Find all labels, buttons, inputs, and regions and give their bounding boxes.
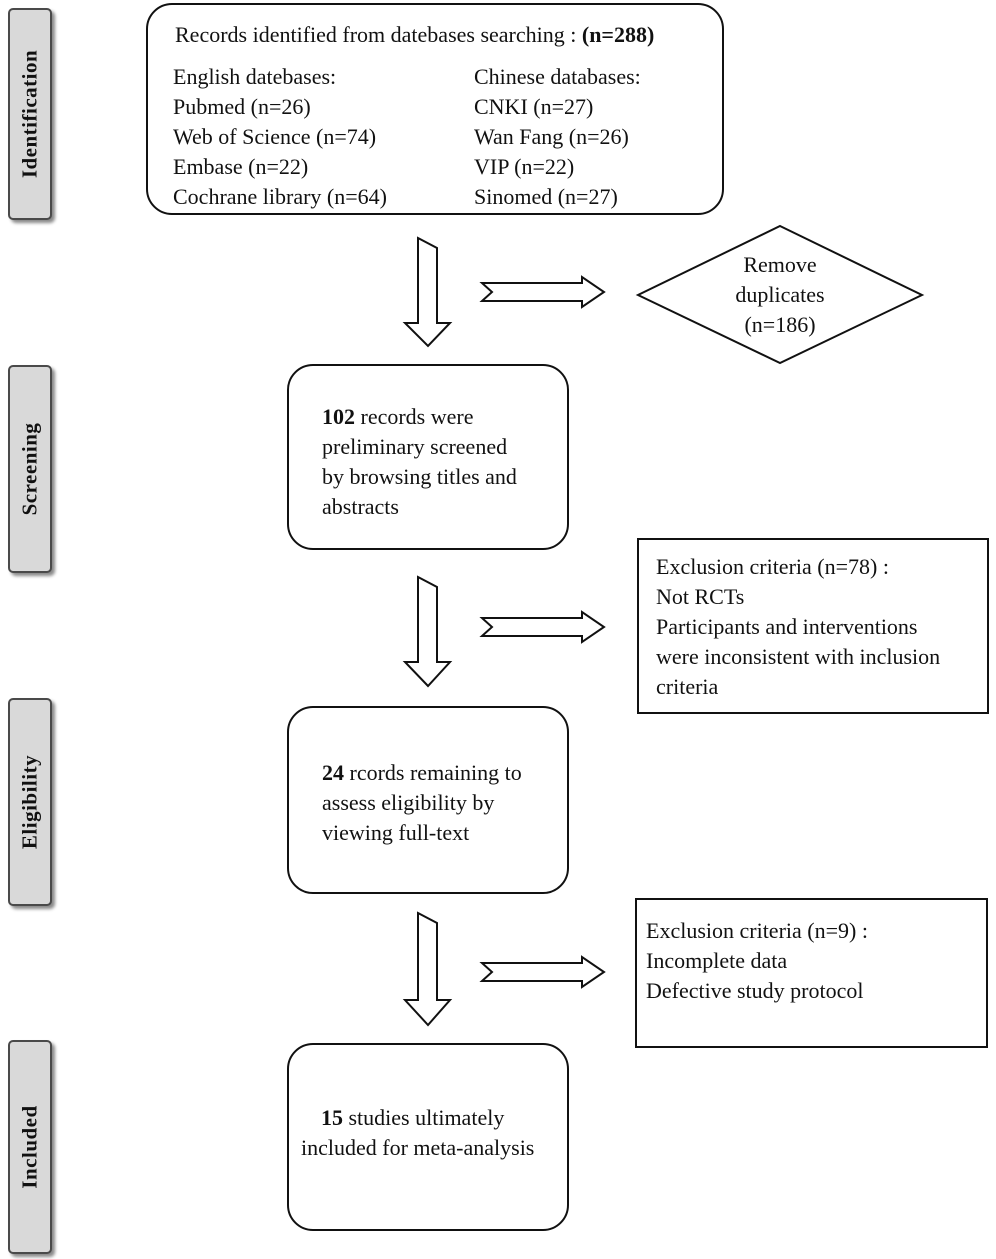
list-item: Cochrane library (n=64) [173, 184, 387, 209]
list-item: Web of Science (n=74) [173, 124, 377, 149]
list-item: Sinomed (n=27) [474, 184, 618, 209]
stage-tab-included: Included [8, 1040, 52, 1254]
english-databases-title: English datebases: [173, 64, 337, 89]
exclusion-criteria-box-1: Exclusion criteria (n=78) : Not RCTs Par… [637, 538, 989, 714]
list-item: Embase (n=22) [173, 154, 309, 179]
list-item: VIP (n=22) [474, 154, 575, 179]
included-box: 15 studies ultimately included for meta-… [287, 1043, 569, 1231]
stage-tab-screening: Screening [8, 365, 52, 573]
screening-text: 102 records were preliminary screened by… [322, 402, 517, 522]
duplicates-count: (n=186) [744, 312, 816, 337]
included-text: 15 studies ultimately included for meta-… [301, 1103, 534, 1163]
duplicates-text: Remove duplicates (n=186) [680, 250, 880, 340]
included-line: 15 studies ultimately [301, 1103, 534, 1133]
screening-line: 102 records were [322, 402, 517, 432]
included-line: included for meta-analysis [301, 1135, 535, 1160]
exclusion-1-text: Exclusion criteria (n=78) : Not RCTs Par… [656, 552, 940, 702]
eligibility-text: 24 rcords remaining to assess eligibilit… [322, 758, 522, 848]
list-item: Wan Fang (n=26) [474, 124, 629, 149]
eligibility-count: 24 [322, 760, 344, 785]
screening-line-text: records were [355, 404, 474, 429]
screening-count: 102 [322, 404, 355, 429]
down-arrow-2 [402, 575, 453, 688]
exclusion-1-line: Participants and interventions [656, 614, 918, 639]
exclusion-2-text: Exclusion criteria (n=9) : Incomplete da… [646, 916, 868, 1006]
stage-tab-eligibility: Eligibility [8, 698, 52, 906]
stage-tab-identification: Identification [8, 8, 52, 220]
exclusion-1-line: criteria [656, 674, 719, 699]
eligibility-line: 24 rcords remaining to [322, 758, 522, 788]
eligibility-line-text: rcords remaining to [344, 760, 522, 785]
right-arrow-3 [479, 955, 606, 989]
included-line-text: studies ultimately [343, 1105, 505, 1130]
list-item: CNKI (n=27) [474, 94, 594, 119]
exclusion-2-title: Exclusion criteria (n=9) : [646, 918, 868, 943]
eligibility-line: assess eligibility by [322, 790, 495, 815]
exclusion-2-line: Incomplete data [646, 948, 788, 973]
exclusion-1-title: Exclusion criteria (n=78) : [656, 554, 889, 579]
list-item: Pubmed (n=26) [173, 94, 311, 119]
duplicates-line: Remove [743, 252, 817, 277]
english-databases-list: English datebases: Pubmed (n=26) Web of … [173, 62, 387, 212]
exclusion-1-line: were inconsistent with inclusion [656, 644, 941, 669]
down-arrow-3 [402, 911, 453, 1027]
duplicates-diamond [635, 224, 925, 365]
down-arrow-1 [402, 236, 453, 348]
exclusion-criteria-box-2: Exclusion criteria (n=9) : Incomplete da… [635, 898, 988, 1048]
right-arrow-2 [479, 610, 606, 644]
duplicates-line: duplicates [735, 282, 825, 307]
chinese-databases-list: Chinese databases: CNKI (n=27) Wan Fang … [474, 62, 641, 212]
identification-total-count: (n=288) [581, 22, 655, 47]
exclusion-1-line: Not RCTs [656, 584, 745, 609]
screening-line: preliminary screened [322, 434, 508, 459]
identification-header: Records identified from datebases search… [175, 20, 654, 50]
exclusion-2-line: Defective study protocol [646, 978, 864, 1003]
eligibility-box: 24 rcords remaining to assess eligibilit… [287, 706, 569, 894]
identification-box: Records identified from datebases search… [146, 3, 724, 215]
screening-box: 102 records were preliminary screened by… [287, 364, 569, 550]
included-count: 15 [321, 1105, 343, 1130]
screening-line: by browsing titles and [322, 464, 517, 489]
eligibility-line: viewing full-text [322, 820, 470, 845]
identification-header-text: Records identified from datebases search… [175, 22, 582, 47]
chinese-databases-title: Chinese databases: [474, 64, 641, 89]
right-arrow-1 [479, 275, 606, 309]
screening-line: abstracts [322, 494, 399, 519]
